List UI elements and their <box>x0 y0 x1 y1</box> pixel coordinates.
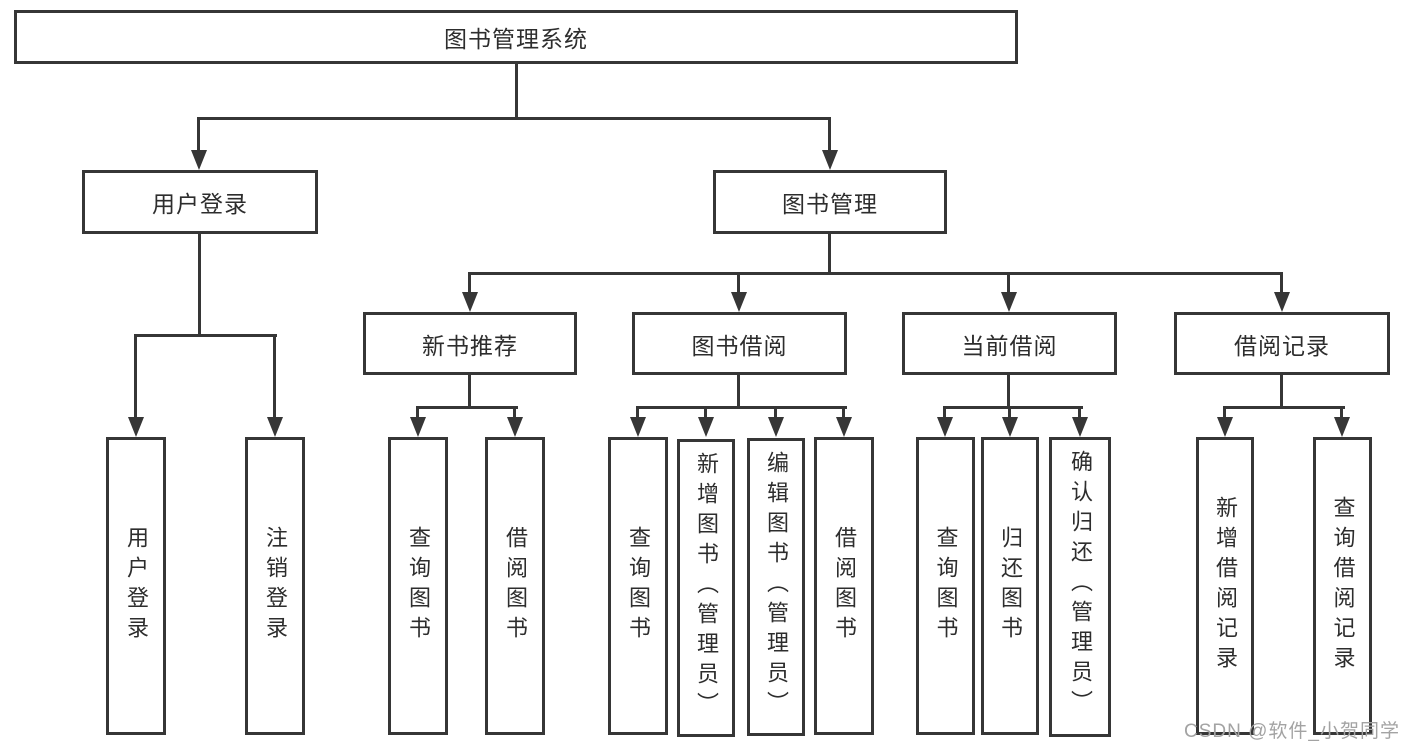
node-root: 图书管理系统 <box>14 10 1018 64</box>
connector-to-book-borrow <box>737 272 740 294</box>
leaf-borrow-books-2-label: 借阅图书 <box>832 526 857 646</box>
connector-to-leaf-logout <box>273 334 276 419</box>
leaf-return-books-label: 归还图书 <box>998 526 1023 646</box>
leaf-add-borrow-record-label: 新增借阅记录 <box>1213 496 1238 676</box>
leaf-borrow-books-1-label: 借阅图书 <box>503 526 528 646</box>
arrowhead-user-login <box>191 150 207 170</box>
arrowhead-g5-c1 <box>1217 417 1233 437</box>
node-current-borrowing-label: 当前借阅 <box>961 332 1058 359</box>
leaf-query-borrow-record: 查询借阅记录 <box>1313 437 1372 735</box>
leaf-query-books-3-label: 查询图书 <box>933 526 959 646</box>
node-root-label: 图书管理系统 <box>444 26 588 52</box>
connector-book-mgmt-split <box>468 272 1283 275</box>
arrowhead-new-book <box>462 292 478 312</box>
connector-new-book-split <box>416 406 518 409</box>
arrowhead-g2-c1 <box>410 417 426 437</box>
connector-root-split <box>197 117 831 120</box>
arrowhead-g3-c3 <box>768 417 784 437</box>
connector-g5-c2 <box>1340 406 1343 419</box>
connector-new-book-stem <box>468 374 471 408</box>
arrowhead-g4-c3 <box>1072 417 1088 437</box>
connector-to-book-mgmt <box>828 117 831 152</box>
connector-book-borrow-stem <box>737 374 740 408</box>
connector-g4-c2 <box>1008 406 1011 419</box>
connector-g3-c3 <box>774 406 777 419</box>
leaf-add-books-admin: 新增图书（管理员） <box>677 439 735 737</box>
node-book-management-label: 图书管理 <box>782 191 878 217</box>
node-book-borrowing-label: 图书借阅 <box>691 332 788 359</box>
leaf-edit-books-admin-label: 编辑图书（管理员） <box>764 451 789 721</box>
leaf-query-books-2-label: 查询图书 <box>626 526 651 646</box>
arrowhead-g2-c2 <box>507 417 523 437</box>
leaf-confirm-return-admin-label: 确认归还（管理员） <box>1068 450 1093 720</box>
leaf-query-books-3: 查询图书 <box>916 437 975 735</box>
connector-book-mgmt-stem <box>828 233 831 274</box>
arrowhead-g5-c2 <box>1334 417 1350 437</box>
connector-g4-c3 <box>1078 406 1081 419</box>
connector-g4-c1 <box>943 406 946 419</box>
node-book-borrowing: 图书借阅 <box>632 312 847 375</box>
leaf-query-books-1-label: 查询图书 <box>406 526 431 646</box>
node-new-book-recommend: 新书推荐 <box>363 312 577 375</box>
connector-g5-c1 <box>1223 406 1226 419</box>
leaf-borrow-books-2: 借阅图书 <box>814 437 874 735</box>
connector-current-borrow-stem <box>1007 374 1010 408</box>
leaf-logout-label: 注销登录 <box>263 526 288 646</box>
arrowhead-g4-c1 <box>937 417 953 437</box>
leaf-user-login-label: 用户登录 <box>124 526 149 646</box>
node-user-login-label: 用户登录 <box>152 191 248 217</box>
leaf-user-login: 用户登录 <box>106 437 166 735</box>
leaf-query-borrow-record-label: 查询借阅记录 <box>1330 496 1356 676</box>
arrowhead-leaf-logout <box>267 417 283 437</box>
connector-g3-c4 <box>842 406 845 419</box>
leaf-add-borrow-record: 新增借阅记录 <box>1196 437 1254 735</box>
arrowhead-g3-c2 <box>698 417 714 437</box>
connector-g2-c2 <box>513 406 516 419</box>
connector-to-new-book <box>468 272 471 294</box>
leaf-add-books-admin-label: 新增图书（管理员） <box>694 452 719 722</box>
connector-user-login-stem <box>198 233 201 336</box>
node-current-borrowing: 当前借阅 <box>902 312 1117 375</box>
connector-root-stem <box>515 63 518 118</box>
connector-to-borrow-record <box>1280 272 1283 294</box>
node-new-book-recommend-label: 新书推荐 <box>422 332 518 359</box>
arrowhead-g4-c2 <box>1002 417 1018 437</box>
csdn-watermark: CSDN @软件_小贺同学 <box>1184 721 1400 742</box>
leaf-edit-books-admin: 编辑图书（管理员） <box>747 438 805 736</box>
node-user-login: 用户登录 <box>82 170 318 234</box>
leaf-logout: 注销登录 <box>245 437 305 735</box>
connector-user-login-split <box>134 334 277 337</box>
arrowhead-g3-c1 <box>630 417 646 437</box>
connector-book-borrow-split <box>636 406 847 409</box>
arrowhead-book-borrow <box>731 292 747 312</box>
connector-g2-c1 <box>416 406 419 419</box>
leaf-confirm-return-admin: 确认归还（管理员） <box>1049 437 1111 737</box>
arrowhead-leaf-login <box>128 417 144 437</box>
arrowhead-borrow-record <box>1274 292 1290 312</box>
leaf-query-books-1: 查询图书 <box>388 437 448 735</box>
connector-borrow-record-stem <box>1280 374 1283 408</box>
connector-borrow-record-split <box>1223 406 1345 409</box>
connector-current-borrow-split <box>943 406 1083 409</box>
arrowhead-g3-c4 <box>836 417 852 437</box>
connector-g3-c1 <box>636 406 639 419</box>
leaf-query-books-2: 查询图书 <box>608 437 668 735</box>
node-borrowing-records-label: 借阅记录 <box>1234 332 1330 359</box>
node-book-management: 图书管理 <box>713 170 947 234</box>
connector-to-current-borrow <box>1007 272 1010 294</box>
leaf-borrow-books-1: 借阅图书 <box>485 437 545 735</box>
connector-g3-c2 <box>704 406 707 419</box>
connector-to-user-login <box>197 117 200 152</box>
connector-to-leaf-login <box>134 334 137 419</box>
leaf-return-books: 归还图书 <box>981 437 1039 735</box>
arrowhead-current-borrow <box>1001 292 1017 312</box>
node-borrowing-records: 借阅记录 <box>1174 312 1390 375</box>
arrowhead-book-mgmt <box>822 150 838 170</box>
